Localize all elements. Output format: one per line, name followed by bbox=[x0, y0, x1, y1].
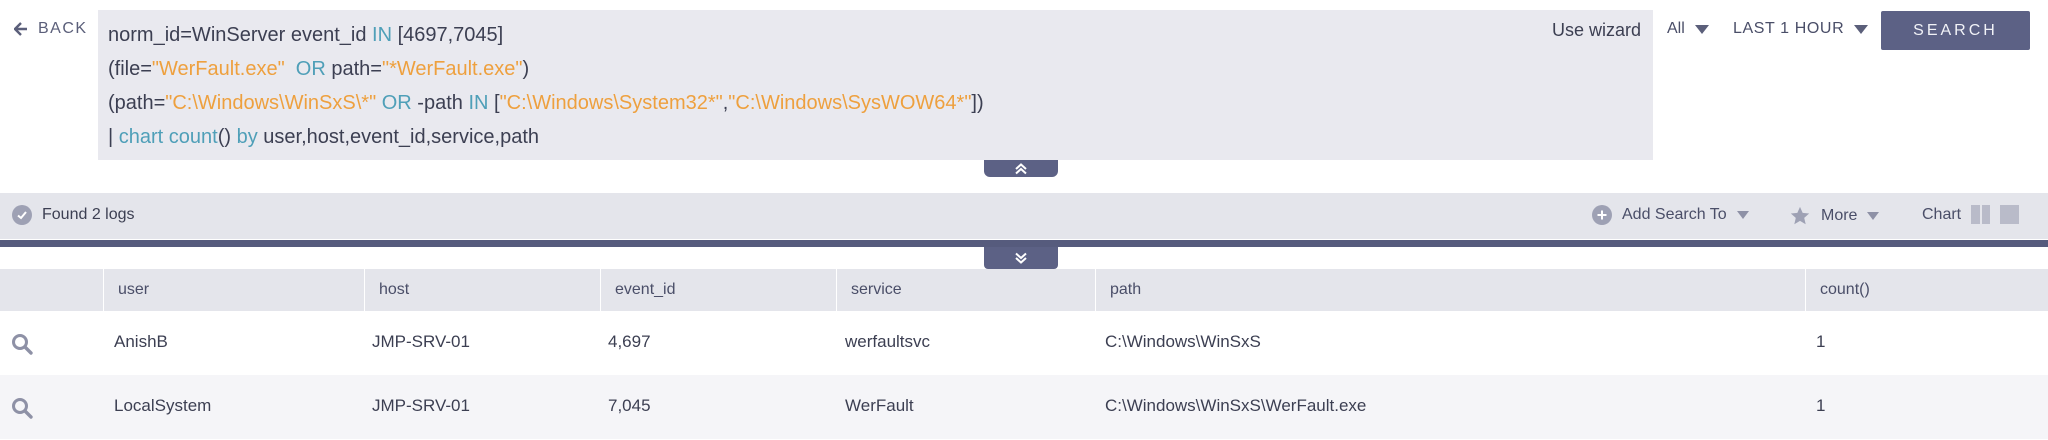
cell-user: LocalSystem bbox=[114, 396, 212, 415]
use-wizard-link[interactable]: Use wizard bbox=[1552, 20, 1642, 40]
query-string: "C:\Windows\WinSxS\*" bbox=[165, 92, 377, 114]
column-header-path[interactable]: path bbox=[1095, 269, 1805, 311]
query-keyword: by bbox=[236, 126, 258, 148]
query-string: "WerFault.exe" bbox=[151, 58, 285, 80]
magnifier-icon[interactable] bbox=[10, 332, 34, 356]
query-string: "C:\Windows\System32*" bbox=[499, 92, 723, 114]
more-label: More bbox=[1821, 207, 1858, 224]
back-link[interactable]: BACK bbox=[14, 20, 88, 38]
chevron-down-icon bbox=[1867, 212, 1880, 220]
results-toolbar bbox=[0, 193, 2048, 239]
query-text: path= bbox=[325, 58, 382, 80]
double-chevron-down-icon bbox=[1015, 252, 1027, 264]
chevron-down-icon bbox=[1736, 211, 1749, 219]
more-menu[interactable]: More bbox=[1789, 205, 1880, 227]
time-range-dropdown[interactable]: LAST 1 HOUR bbox=[1733, 20, 1869, 38]
query-line: | chart count() by user,host,event_id,se… bbox=[108, 120, 1643, 154]
query-text: ]) bbox=[971, 92, 984, 114]
star-icon bbox=[1790, 206, 1810, 225]
single-view-icon[interactable] bbox=[2000, 205, 2020, 224]
query-editor[interactable]: norm_id=WinServer event_id IN [4697,7045… bbox=[98, 10, 1653, 160]
query-line: (path="C:\Windows\WinSxS\*" OR -path IN … bbox=[108, 86, 1643, 120]
chart-label: Chart bbox=[1922, 205, 1962, 223]
panel-divider[interactable] bbox=[0, 240, 2048, 247]
column-header-event-id[interactable]: event_id bbox=[600, 269, 836, 311]
back-label: BACK bbox=[38, 20, 88, 37]
column-header-count[interactable]: count() bbox=[1805, 269, 2048, 311]
cell-host: JMP-SRV-01 bbox=[372, 396, 470, 415]
cell-path: C:\Windows\WinSxS bbox=[1105, 332, 1261, 351]
chart-view-toggle[interactable]: Chart bbox=[1922, 205, 2020, 224]
column-header-service[interactable]: service bbox=[836, 269, 1095, 311]
query-string: "*WerFault.exe" bbox=[381, 58, 523, 80]
expand-results-button[interactable] bbox=[984, 247, 1058, 269]
table-row[interactable]: LocalSystem JMP-SRV-01 7,045 WerFault C:… bbox=[0, 375, 2048, 439]
query-text: (path= bbox=[108, 92, 166, 114]
query-line: (file="WerFault.exe" OR path="*WerFault.… bbox=[108, 52, 1643, 86]
table-row[interactable]: AnishB JMP-SRV-01 4,697 werfaultsvc C:\W… bbox=[0, 311, 2048, 375]
query-text: user,host,event_id,service,path bbox=[257, 126, 540, 148]
query-keyword: IN bbox=[468, 92, 489, 114]
query-text: () bbox=[217, 126, 237, 148]
query-keyword: OR bbox=[381, 92, 412, 114]
column-header-user[interactable]: user bbox=[103, 269, 364, 311]
query-text: | bbox=[108, 126, 119, 148]
add-search-to-menu[interactable]: Add Search To bbox=[1592, 205, 1749, 225]
check-circle-icon bbox=[12, 205, 32, 225]
column-header-host[interactable]: host bbox=[364, 269, 600, 311]
query-text: ) bbox=[522, 58, 530, 80]
double-chevron-up-icon bbox=[1015, 162, 1027, 174]
query-text: [ bbox=[488, 92, 500, 114]
cell-count: 1 bbox=[1816, 332, 1826, 351]
found-count: Found 2 logs bbox=[12, 205, 135, 225]
split-view-icon[interactable] bbox=[1971, 205, 1991, 224]
cell-count: 1 bbox=[1816, 396, 1826, 415]
table-header bbox=[0, 269, 2048, 311]
arrow-left-icon bbox=[14, 22, 27, 36]
repo-dropdown-label: All bbox=[1667, 20, 1685, 37]
query-text: norm_id=WinServer event_id bbox=[108, 24, 373, 46]
query-keyword: chart count bbox=[118, 126, 218, 148]
cell-service: werfaultsvc bbox=[845, 332, 931, 351]
query-string: "C:\Windows\SysWOW64*" bbox=[728, 92, 972, 114]
query-text: [4697,7045] bbox=[392, 24, 504, 46]
search-button[interactable]: SEARCH bbox=[1881, 11, 2030, 50]
chevron-down-icon bbox=[1854, 24, 1869, 34]
cell-event-id: 7,045 bbox=[608, 396, 651, 415]
cell-event-id: 4,697 bbox=[608, 332, 651, 351]
magnifier-icon[interactable] bbox=[10, 396, 34, 420]
query-line: norm_id=WinServer event_id IN [4697,7045… bbox=[108, 18, 1643, 52]
query-text: -path bbox=[411, 92, 469, 114]
repo-dropdown[interactable]: All bbox=[1667, 20, 1709, 38]
cell-user: AnishB bbox=[114, 332, 168, 351]
query-keyword: IN bbox=[372, 24, 393, 46]
query-text: , bbox=[722, 92, 729, 114]
add-search-to-label: Add Search To bbox=[1622, 206, 1727, 223]
cell-service: WerFault bbox=[845, 396, 914, 415]
plus-circle-icon bbox=[1592, 205, 1612, 225]
found-count-label: Found 2 logs bbox=[42, 206, 135, 223]
query-text bbox=[285, 58, 296, 80]
cell-host: JMP-SRV-01 bbox=[372, 332, 470, 351]
time-range-label: LAST 1 HOUR bbox=[1733, 20, 1845, 37]
cell-path: C:\Windows\WinSxS\WerFault.exe bbox=[1105, 396, 1367, 415]
query-keyword: OR bbox=[295, 58, 326, 80]
chevron-down-icon bbox=[1694, 24, 1709, 34]
collapse-query-button[interactable] bbox=[984, 160, 1058, 177]
query-text: (file= bbox=[108, 58, 152, 80]
